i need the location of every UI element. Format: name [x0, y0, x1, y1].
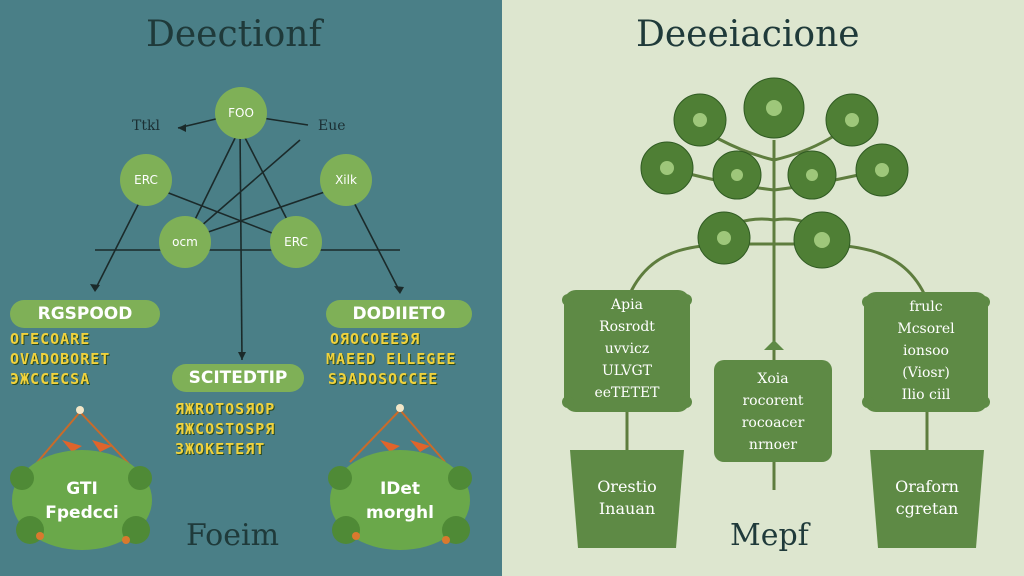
- label-right: Eue: [318, 118, 346, 134]
- card-center: Xoia rocorent rocoacer nrnoer: [714, 368, 832, 456]
- label-left: Ttkl: [132, 118, 160, 134]
- card-right-line-4: (Viosr): [902, 365, 950, 381]
- node-mid-left: ERC: [134, 173, 158, 187]
- box-left-title: RGSPOOD: [10, 300, 160, 328]
- card-right-line-2: Mcsorel: [897, 321, 955, 337]
- card-left-line-1: Apia: [611, 297, 643, 313]
- right-panel: Deeeiacione Apia Rosrodt uvvicz ULVGT ee…: [502, 0, 1024, 576]
- box-right-line-2: MAEED ELLEGEE: [326, 350, 457, 368]
- box-right-line-1: OЯОCOEEЭЯ: [330, 330, 421, 348]
- node-mid-right: Xilk: [335, 173, 357, 187]
- pot-right-line-2: cgretan: [895, 499, 959, 518]
- card-left-line-5: eeTETET: [594, 385, 660, 401]
- right-bottom-label: Mepf: [730, 518, 809, 553]
- card-left: Apia Rosrodt uvvicz ULVGT eeTETET: [564, 294, 690, 404]
- card-center-line-2: rocorent: [742, 393, 804, 409]
- box-left-line-2: OVADOBORET: [10, 350, 111, 368]
- bush-left-line-1: GTI: [66, 479, 98, 499]
- pot-right: Oraforn cgretan: [870, 476, 984, 520]
- card-right: frulc Mcsorel ionsoo (Viosr) Ilio ciil: [864, 296, 988, 406]
- box-center-line-3: ЗЖОКЕТЕЯТ: [175, 440, 266, 458]
- bush-right-line-1: IDet: [379, 479, 421, 499]
- right-tree-illustration: [562, 77, 990, 548]
- left-bottom-label: Foeim: [186, 518, 280, 553]
- left-connector-lines: [10, 87, 472, 550]
- node-top: FOO: [228, 106, 254, 120]
- card-center-line-3: rocoacer: [741, 415, 805, 431]
- box-center-title: SCITEDTIP: [172, 364, 304, 392]
- node-low-right: ERC: [284, 235, 308, 249]
- pot-left-line-2: Inauan: [598, 499, 656, 518]
- left-panel: Deectionf FOO Ttkl Eue ERC Xilk ocm ERC …: [0, 0, 502, 576]
- card-left-line-2: Rosrodt: [599, 319, 655, 335]
- card-left-line-4: ULVGT: [601, 363, 653, 379]
- pot-left-line-1: Orestio: [597, 477, 657, 496]
- right-title: Deeeiacione: [636, 14, 860, 55]
- card-right-line-1: frulc: [909, 299, 943, 315]
- bush-left-line-2: Fpedcci: [45, 503, 119, 523]
- card-right-line-5: Ilio ciil: [901, 387, 951, 403]
- box-center-line-2: ЯЖCOSTOSPЯ: [175, 420, 276, 438]
- card-left-line-3: uvvicz: [604, 341, 650, 357]
- box-right-title: DODIIETO: [326, 300, 472, 328]
- card-right-line-3: ionsoo: [903, 343, 949, 359]
- box-left-line-1: ОГЕCOARЕ: [10, 330, 91, 348]
- card-center-line-1: Xoia: [757, 371, 789, 387]
- pot-right-line-1: Oraforn: [895, 477, 959, 496]
- box-left-line-3: ЭЖСCECSA: [10, 370, 91, 388]
- box-right-line-3: SЭADOSOCCEE: [328, 370, 439, 388]
- box-center-line-1: ЯЖROTOSЯОР: [175, 400, 276, 418]
- node-low-left: ocm: [172, 235, 198, 249]
- pot-left: Orestio Inauan: [570, 476, 684, 520]
- card-center-line-4: nrnoer: [748, 437, 798, 453]
- bush-right-line-2: morghl: [366, 503, 434, 523]
- left-title: Deectionf: [146, 14, 322, 55]
